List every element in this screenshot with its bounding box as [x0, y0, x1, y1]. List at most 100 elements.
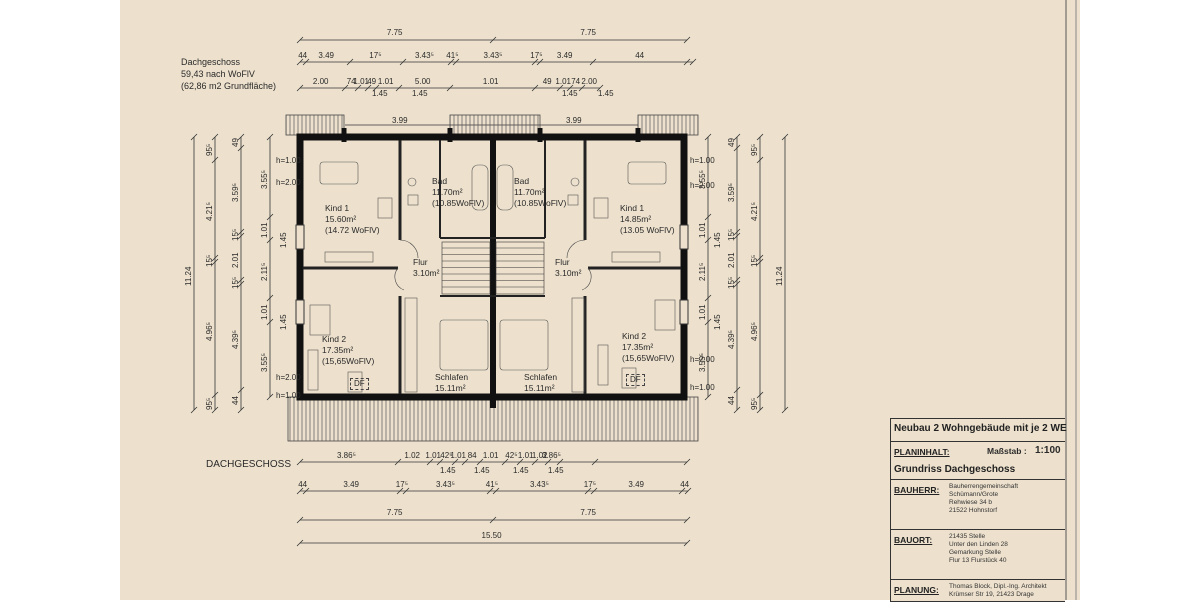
dimension-tick — [372, 84, 380, 92]
dimension-tick — [237, 280, 245, 288]
dimension-label: 7.75 — [386, 28, 403, 37]
planinhalt-label: PLANINHALT: — [894, 447, 950, 457]
planinhalt-row: PLANINHALT: Maßstab : 1:100 — [891, 441, 1065, 460]
dimension-tick — [211, 406, 219, 414]
planung-lines: Thomas Block, Dipl.-Ing. Architekt Krüms… — [949, 583, 1047, 598]
dimension-label: 3.43⁵ — [436, 480, 455, 489]
dimension-tick — [584, 487, 592, 495]
dimension-tick — [536, 58, 544, 66]
dimension-tick — [756, 258, 764, 266]
dimension-tick — [578, 84, 586, 92]
dimension-label: 1.45 — [279, 232, 288, 248]
doors — [394, 239, 592, 291]
dimension-label: 1.45 — [474, 466, 490, 475]
dimension-tick — [266, 393, 274, 401]
dimension-tick — [354, 84, 362, 92]
dimension-tick — [683, 516, 691, 524]
dimension-label: 4.39⁵ — [727, 330, 736, 349]
dimension-label: 41⁵ — [485, 480, 499, 489]
dimension-label: 3.49 — [343, 480, 359, 489]
roof-hatch — [285, 114, 699, 442]
dimension-label: 17⁵ — [583, 480, 597, 489]
dimension-tick — [489, 516, 497, 524]
dimension-tick — [399, 58, 407, 66]
dimension-tick — [704, 133, 712, 141]
dimension-label: 1.01 — [698, 222, 707, 239]
dimension-tick — [451, 458, 459, 466]
dimension-label: 3.49 — [628, 480, 644, 489]
dimension-label: 49 — [727, 138, 736, 148]
dimension-label: 49 — [231, 138, 240, 148]
dimension-tick — [516, 458, 524, 466]
dimension-tick — [596, 84, 604, 92]
dimension-tick — [489, 36, 497, 44]
dimension-tick — [531, 458, 539, 466]
dimension-tick — [704, 393, 712, 401]
dimension-label: 1.01 — [517, 451, 534, 460]
dimension-label: 74 — [346, 77, 356, 86]
dimension-label: 95⁵ — [750, 397, 759, 410]
dimension-label: 2.11⁵ — [260, 262, 269, 281]
dimension-tick — [461, 458, 469, 466]
dimension-tick — [237, 386, 245, 394]
dimension-tick — [296, 36, 304, 44]
dimension-tick — [756, 254, 764, 262]
dimension-label: 2.01 — [727, 252, 736, 268]
dimension-label: 1.02 — [531, 451, 548, 460]
dimension-label: 1.01 — [260, 222, 269, 239]
dimension-label: 4.96⁵ — [205, 321, 214, 341]
dimension-label: 1.01 — [482, 451, 499, 460]
dimension-label: 17⁵ — [395, 480, 409, 489]
dimension-tick — [486, 487, 494, 495]
dimension-label: 3.43⁵ — [530, 480, 549, 489]
dimension-label: h=2.00 — [276, 178, 301, 187]
dimension-label: 3.59⁵ — [231, 183, 240, 202]
dimension-label: 1.45 — [513, 466, 529, 475]
dimension-label: 3.49 — [318, 51, 334, 60]
dimension-tick — [556, 84, 564, 92]
dimension-label: 95⁵ — [205, 397, 214, 410]
dimension-tick — [190, 406, 198, 414]
dimension-label: 11.24 — [775, 266, 784, 286]
planung-row: PLANUNG: Thomas Block, Dipl.-Ing. Archit… — [891, 579, 1065, 602]
dimension-label: 2.11⁵ — [698, 262, 707, 281]
dimension-tick — [678, 487, 686, 495]
dimension-tick — [266, 133, 274, 141]
planung-label: PLANUNG: — [894, 585, 939, 595]
dimension-label: 1.01 — [353, 77, 369, 86]
dimension-tick — [296, 539, 304, 547]
dimension-tick — [364, 84, 372, 92]
dimension-label: 42⁵ — [505, 451, 518, 460]
dimension-label: 44 — [298, 51, 308, 60]
bauort-label: BAUORT: — [894, 535, 933, 545]
dimension-tick — [704, 294, 712, 302]
dimension-label: 2.01 — [231, 252, 240, 268]
plan-heading-line: 59,43 nach WoFlV — [181, 69, 255, 79]
title-block: Neubau 2 Wohngebäude mit je 2 WE PLANINH… — [890, 418, 1067, 602]
dimension-label: 15⁵ — [231, 276, 240, 290]
dimension-tick — [589, 58, 597, 66]
dimension-tick — [190, 133, 198, 141]
windows — [295, 224, 689, 325]
dimension-tick — [756, 156, 764, 164]
dimension-tick — [531, 58, 539, 66]
dimension-tick — [211, 133, 219, 141]
bauherr-label: BAUHERR: — [894, 485, 940, 495]
dimension-label: 2.00 — [312, 77, 329, 86]
dimension-label: 44 — [231, 395, 240, 405]
dimension-label: 1.45 — [562, 89, 578, 98]
dimension-tick — [396, 487, 404, 495]
dimension-tick — [296, 84, 304, 92]
dimension-label: 1.45 — [412, 89, 428, 98]
dimension-tick — [704, 236, 712, 244]
dimension-label: 44 — [298, 480, 308, 489]
dimension-label: h=1.00 — [690, 383, 715, 392]
dimension-label: h=1.00 — [276, 391, 301, 400]
dimension-label: h=1.00 — [276, 156, 301, 165]
